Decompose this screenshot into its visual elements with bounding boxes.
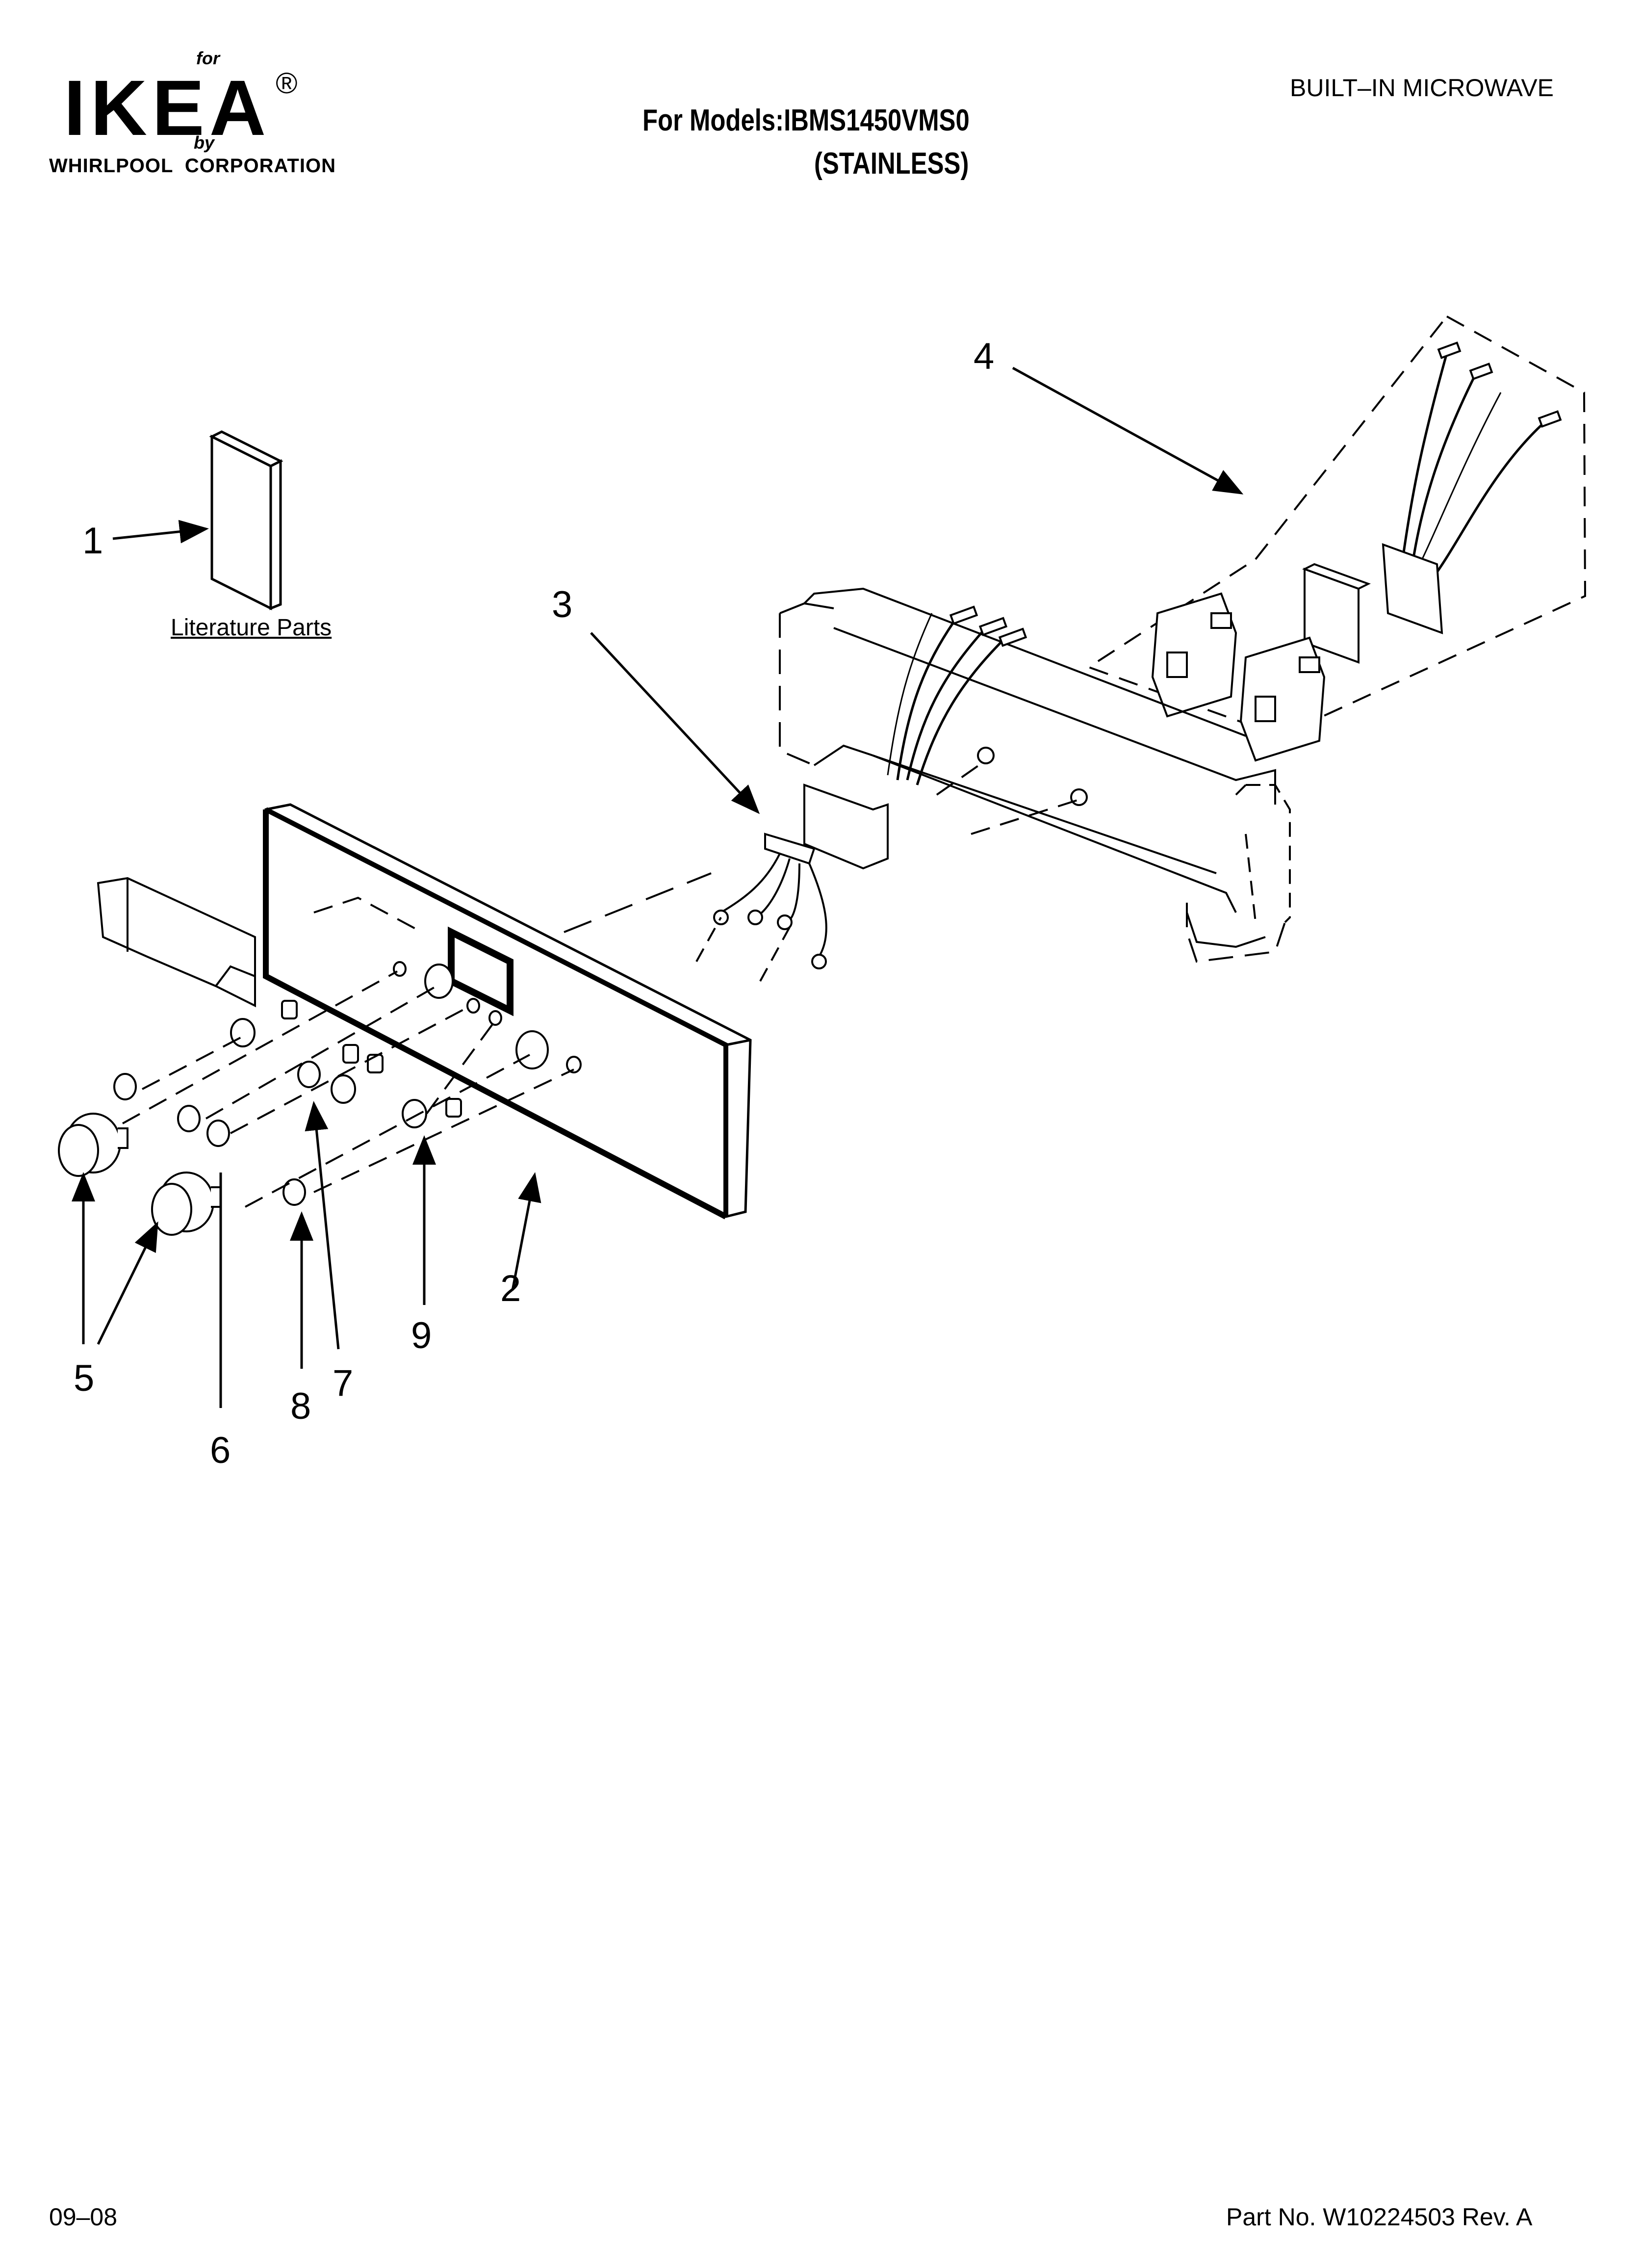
brand-for-text: for	[196, 48, 220, 68]
part-number: Part No. W10224503 Rev. A	[1226, 2203, 1533, 2231]
electronic-control-assembly	[1086, 315, 1587, 762]
callout-1: 1	[82, 520, 103, 562]
model-variant: (STAINLESS)	[814, 147, 969, 181]
registered-mark: ®	[276, 67, 303, 100]
literature-booklet	[209, 430, 283, 611]
callout-7: 7	[333, 1362, 353, 1404]
brand-corporation: WHIRLPOOL CORPORATION	[49, 155, 336, 177]
control-panel-housing	[779, 587, 1291, 963]
revision-date: 09–08	[49, 2203, 118, 2231]
control-knob-5	[58, 1113, 128, 1177]
literature-parts-label: Literature Parts	[171, 615, 332, 641]
brand-name: IKEA	[64, 64, 271, 152]
control-panel-front	[263, 803, 752, 1220]
callout-6: 6	[210, 1430, 231, 1471]
wiring-harness	[695, 783, 889, 982]
callout-5: 5	[74, 1357, 94, 1399]
control-knob-6	[151, 1172, 222, 1236]
model-title: For Models:IBMS1450VMS0	[642, 104, 970, 137]
mounting-bracket	[97, 877, 256, 1008]
callout-4: 4	[974, 336, 994, 377]
brand-by-text: by	[194, 132, 215, 153]
callout-9: 9	[411, 1315, 432, 1356]
callout-3: 3	[552, 584, 572, 626]
knobs-and-springs	[58, 970, 574, 1236]
product-type: BUILT–IN MICROWAVE	[1290, 74, 1554, 102]
callout-2: 2	[500, 1268, 521, 1309]
callout-arrows	[72, 366, 1244, 1408]
ikea-logo: IKEA®	[64, 69, 302, 147]
callout-8: 8	[290, 1385, 311, 1427]
